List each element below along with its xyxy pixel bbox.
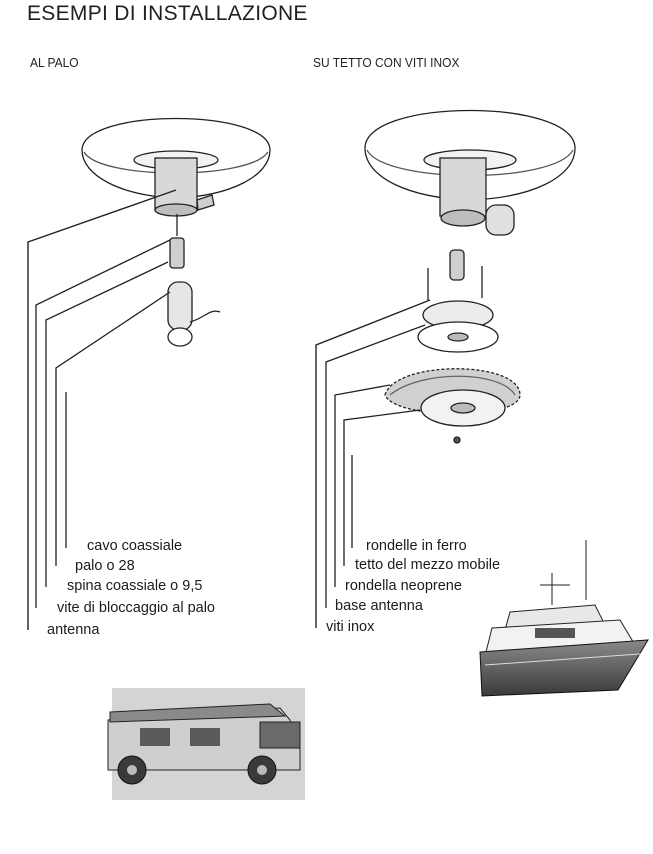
label-viti-inox: viti inox	[326, 619, 375, 635]
label-vite-bloccaggio: vite di bloccaggio al palo	[57, 600, 215, 616]
pole-mount-heading: AL PALO	[30, 55, 79, 70]
label-rondelle-ferro: rondelle in ferro	[366, 538, 467, 554]
label-palo: palo o 28	[75, 558, 135, 574]
label-rondella-neoprene: rondella neoprene	[345, 578, 462, 594]
page-title: ESEMPI DI INSTALLAZIONE	[27, 2, 308, 25]
boat-illustration	[479, 540, 649, 697]
roof-mount-heading: SU TETTO CON VITI INOX	[313, 55, 460, 70]
label-tetto-mezzo-mobile: tetto del mezzo mobile	[355, 557, 501, 573]
roof-mount-drawing	[315, 109, 576, 628]
label-spina-coassiale: spina coassiale o 9,5	[67, 578, 203, 594]
label-antenna: antenna	[47, 622, 100, 638]
pole-mount-drawing	[27, 117, 271, 630]
camper-illustration	[107, 688, 305, 800]
label-base-antenna: base antenna	[335, 598, 423, 614]
label-cavo-coassiale: cavo coassiale	[87, 538, 183, 554]
